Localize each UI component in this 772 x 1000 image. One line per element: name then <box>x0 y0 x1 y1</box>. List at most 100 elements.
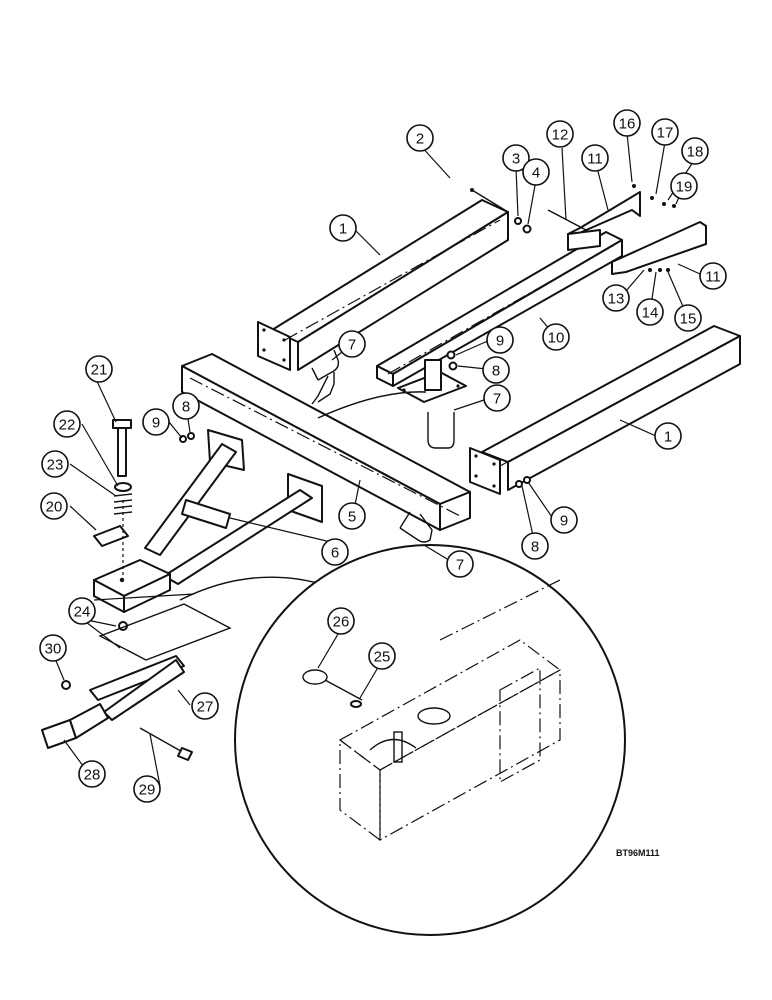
callout-label: 24 <box>74 604 91 621</box>
callout-label: 25 <box>374 649 391 666</box>
callout-14: 14 <box>636 298 664 326</box>
frame-beam-right <box>469 325 741 495</box>
callout-2: 2 <box>406 124 434 152</box>
callout-11: 11 <box>699 262 727 290</box>
callout-4: 4 <box>522 158 550 186</box>
bracket-lower <box>611 221 707 275</box>
callout-3: 3 <box>502 144 530 172</box>
callout-11: 11 <box>581 144 609 172</box>
callout-8: 8 <box>521 532 549 560</box>
post-connection-arc <box>317 391 427 419</box>
detail-view <box>234 544 626 936</box>
callout-8: 8 <box>172 392 200 420</box>
callout-label: 7 <box>493 391 501 408</box>
callout-circle <box>486 326 514 354</box>
callout-9: 9 <box>142 408 170 436</box>
callout-label: 17 <box>657 125 674 142</box>
callout-label: 8 <box>182 399 190 416</box>
callout-22: 22 <box>53 410 81 438</box>
callout-circle <box>522 158 550 186</box>
clevis-assembly <box>41 593 232 761</box>
callout-circle <box>327 607 355 635</box>
callout-5: 5 <box>338 502 366 530</box>
callout-circle <box>368 642 396 670</box>
callout-label: 7 <box>348 337 356 354</box>
callout-circle <box>68 597 96 625</box>
callout-label: 8 <box>492 363 500 380</box>
callout-26: 26 <box>327 607 355 635</box>
callout-10: 10 <box>542 323 570 351</box>
callout-circle <box>613 109 641 137</box>
callout-circle <box>636 298 664 326</box>
callout-7: 7 <box>446 550 474 578</box>
callout-label: 3 <box>512 151 520 168</box>
callout-label: 2 <box>416 131 424 148</box>
callout-label: 27 <box>197 699 214 716</box>
callout-circle <box>482 356 510 384</box>
callout-circle <box>78 760 106 788</box>
callout-16: 16 <box>613 109 641 137</box>
bracket-upper <box>567 191 641 251</box>
callout-circle <box>338 502 366 530</box>
callout-label: 19 <box>676 179 693 196</box>
callout-circle <box>651 118 679 146</box>
callout-label: 5 <box>348 509 356 526</box>
callout-label: 1 <box>664 429 672 446</box>
callout-circle <box>53 410 81 438</box>
callout-label: 13 <box>608 291 625 308</box>
callout-circle <box>602 284 630 312</box>
callout-label: 23 <box>47 457 64 474</box>
callout-circle <box>329 214 357 242</box>
callout-30: 30 <box>39 634 67 662</box>
callout-circle <box>142 408 170 436</box>
callout-8: 8 <box>482 356 510 384</box>
callout-7: 7 <box>338 330 366 358</box>
callout-27: 27 <box>191 692 219 720</box>
hitch-tongue <box>93 429 323 613</box>
callout-label: 10 <box>548 330 565 347</box>
callout-label: 1 <box>339 221 347 238</box>
callout-circle <box>406 124 434 152</box>
callout-20: 20 <box>40 492 68 520</box>
callout-23: 23 <box>41 450 69 478</box>
callout-circle <box>546 120 574 148</box>
callout-13: 13 <box>602 284 630 312</box>
callout-label: 22 <box>59 417 76 434</box>
callout-label: 29 <box>139 782 156 799</box>
callout-label: 4 <box>532 165 540 182</box>
callout-circle <box>483 384 511 412</box>
callout-label: 7 <box>456 557 464 574</box>
callout-18: 18 <box>681 137 709 165</box>
callout-circle <box>681 137 709 165</box>
callout-label: 6 <box>331 545 339 562</box>
callout-12: 12 <box>546 120 574 148</box>
callout-circle <box>542 323 570 351</box>
callout-1: 1 <box>329 214 357 242</box>
callout-label: 26 <box>333 614 350 631</box>
callout-circle <box>133 775 161 803</box>
callout-circle <box>670 172 698 200</box>
frame-beam-left <box>257 199 509 371</box>
center-beam <box>376 231 623 403</box>
callout-circle <box>674 304 702 332</box>
callout-circle <box>338 330 366 358</box>
callout-19: 19 <box>670 172 698 200</box>
callout-9: 9 <box>550 506 578 534</box>
callout-circle <box>581 144 609 172</box>
callout-circle <box>521 532 549 560</box>
callout-circle <box>172 392 200 420</box>
cross-beam <box>181 353 471 531</box>
callout-28: 28 <box>78 760 106 788</box>
callout-circle <box>321 538 349 566</box>
callout-24: 24 <box>68 597 96 625</box>
callout-label: 9 <box>560 513 568 530</box>
callout-29: 29 <box>133 775 161 803</box>
callout-7: 7 <box>483 384 511 412</box>
callout-label: 28 <box>84 767 101 784</box>
callout-label: 8 <box>531 539 539 556</box>
callout-9: 9 <box>486 326 514 354</box>
callout-label: 15 <box>680 311 697 328</box>
callout-circle <box>699 262 727 290</box>
callout-label: 11 <box>705 269 721 286</box>
